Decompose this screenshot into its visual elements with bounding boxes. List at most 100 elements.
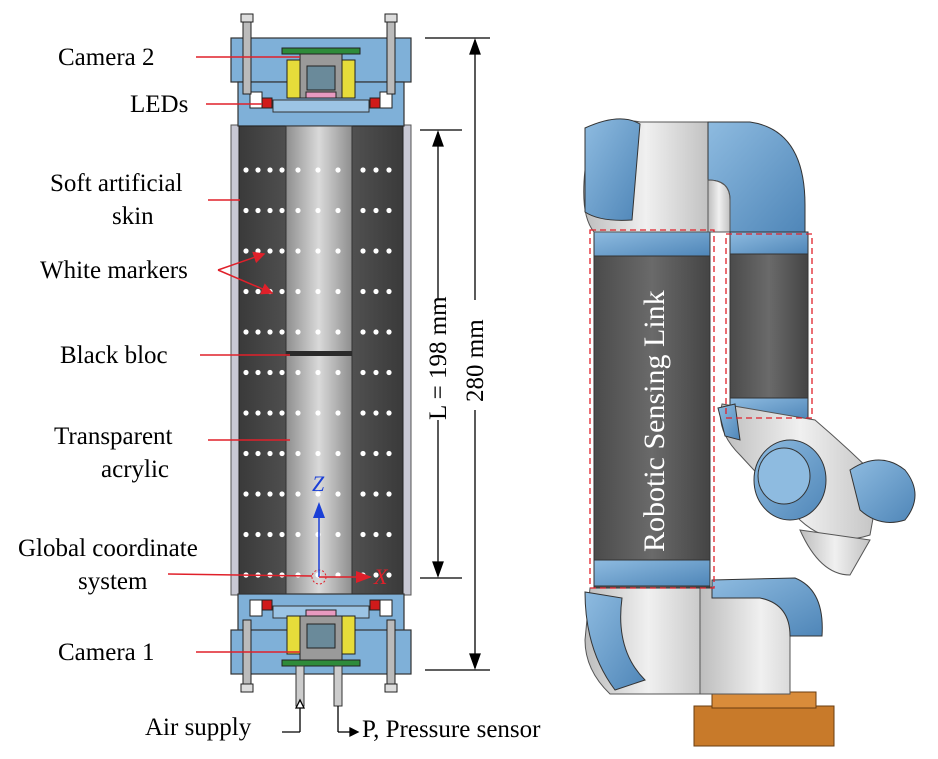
led-icon <box>369 97 381 109</box>
white-marker <box>267 410 273 416</box>
white-marker <box>255 207 261 214</box>
sensor-cross-section: Z X <box>167 13 412 738</box>
white-marker <box>279 531 285 538</box>
white-marker <box>373 248 379 254</box>
skin-body <box>238 125 404 595</box>
skin-label-line2: skin <box>112 203 154 230</box>
white-marker <box>335 450 341 457</box>
white-marker <box>295 288 301 295</box>
white-marker <box>360 207 366 214</box>
white-marker <box>335 207 341 214</box>
white-marker <box>373 450 379 457</box>
white-marker <box>386 288 392 295</box>
white-marker <box>373 329 379 335</box>
white-marker <box>386 410 392 416</box>
white-marker <box>267 329 273 335</box>
white-marker <box>255 329 261 335</box>
black-bloc <box>286 351 352 356</box>
white-marker <box>386 572 392 578</box>
white-marker <box>295 369 301 376</box>
white-marker <box>255 369 261 376</box>
axis-z-label: Z <box>312 471 325 496</box>
white-marker <box>335 248 341 254</box>
white-marker <box>373 491 379 497</box>
white-marker <box>373 410 379 416</box>
sensing-link-label: Robotic Sensing Link <box>638 290 671 552</box>
white-marker <box>315 450 321 457</box>
white-marker <box>243 531 249 538</box>
white-marker <box>255 410 261 416</box>
white-marker <box>360 450 366 457</box>
white-marker <box>295 329 301 335</box>
white-marker <box>267 207 273 214</box>
led-icon <box>261 97 273 109</box>
white-marker <box>335 329 341 335</box>
white-marker <box>243 491 249 497</box>
acrylic-label-line2: acrylic <box>101 456 169 483</box>
white-marker <box>386 207 392 214</box>
white-marker <box>295 491 301 497</box>
white-marker <box>279 491 285 497</box>
white-marker <box>335 410 341 416</box>
led-icon <box>369 599 381 611</box>
white-marker <box>279 167 285 173</box>
white-marker <box>243 450 249 457</box>
white-marker <box>295 207 301 214</box>
white-marker <box>373 288 379 295</box>
white-marker <box>267 248 273 254</box>
white-marker <box>335 288 341 295</box>
white-marker <box>373 207 379 214</box>
white-marker <box>315 410 321 416</box>
length-total-label: 280 mm <box>462 319 489 402</box>
white-marker <box>243 329 249 335</box>
white-marker <box>315 491 321 497</box>
white-marker <box>295 167 301 173</box>
robot-arm: Robotic Sensing Link <box>583 118 916 747</box>
white-marker <box>386 491 392 497</box>
white-marker <box>360 369 366 376</box>
camera1-label: Camera 1 <box>58 639 154 666</box>
leds-label: LEDs <box>130 91 188 118</box>
white-marker <box>243 248 249 254</box>
white-marker <box>255 491 261 497</box>
white-marker <box>279 450 285 457</box>
white-marker <box>267 491 273 497</box>
white-marker <box>255 248 261 254</box>
white-marker <box>255 167 261 173</box>
white-marker <box>315 329 321 335</box>
white-marker <box>315 531 321 538</box>
white-marker <box>386 369 392 376</box>
white-marker <box>360 531 366 538</box>
white-marker <box>295 450 301 457</box>
white-marker <box>373 167 379 173</box>
robot-base <box>693 705 835 747</box>
white-marker <box>315 248 321 254</box>
white-marker <box>295 248 301 254</box>
coord-label-line1: Global coordinate <box>18 535 198 562</box>
white-marker <box>267 167 273 173</box>
air-supply-label: Air supply <box>145 714 252 741</box>
white-marker <box>267 369 273 376</box>
white-marker <box>295 410 301 416</box>
white-marker <box>360 288 366 295</box>
white-marker <box>373 572 379 578</box>
white-marker <box>360 410 366 416</box>
global-coordinate-system: Z X <box>311 471 389 589</box>
white-marker <box>267 531 273 538</box>
white-marker <box>243 167 249 173</box>
white-marker <box>243 410 249 416</box>
markers-label: White markers <box>40 257 188 284</box>
bottom-cap <box>230 593 412 707</box>
white-marker <box>386 531 392 538</box>
white-marker <box>335 531 341 538</box>
white-marker <box>386 450 392 457</box>
led-icon <box>261 599 273 611</box>
white-marker <box>267 450 273 457</box>
callout-lines <box>167 56 313 653</box>
white-marker <box>315 288 321 295</box>
white-marker <box>386 329 392 335</box>
white-marker <box>373 369 379 376</box>
camera2-label: Camera 2 <box>58 44 154 71</box>
white-marker <box>315 167 321 173</box>
